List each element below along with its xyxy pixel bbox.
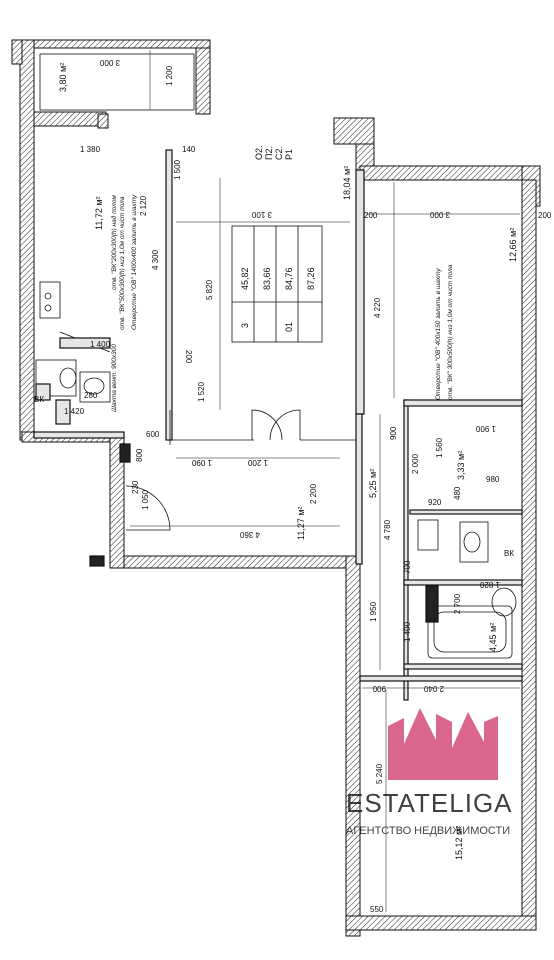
dim-2120: 2 120	[139, 195, 148, 216]
table-cell-r0c2: 83,66	[262, 267, 272, 290]
hall-area: 11,27 м²	[296, 506, 306, 540]
hall: 11,27 м² 4 360 1 200 2 200 1 090 800 1 0…	[89, 443, 340, 567]
bedroom1-dim-200a: 200	[364, 211, 378, 220]
corridor-dim-4780: 4 780	[383, 519, 392, 540]
hall-dim-1090: 1 090	[191, 458, 212, 467]
dim-4300: 4 300	[151, 249, 160, 270]
kitchen-note-2: Отверстие "ОВ" 1400x400 залить в шахту	[131, 194, 138, 330]
dim-1500: 1 500	[173, 159, 182, 180]
hall-dim-1200: 1 200	[247, 458, 268, 467]
corridor-dim-2000: 2 000	[411, 453, 420, 474]
living-dim-4220: 4 220	[373, 297, 382, 318]
bedroom2-dim-550: 550	[370, 905, 384, 914]
bathroom: 4,45 м² 2 700 1 820 1 400 1 950 700	[369, 560, 517, 659]
table-cell-r0c1: 45,82	[240, 267, 250, 290]
bedroom1-area: 12,66 м²	[508, 228, 518, 262]
corridor: 5,25 м² 4 780 2 000 1 560 900	[368, 414, 444, 670]
kitchen-note-vent: отв. "ВК"200x300(h) над полом	[110, 195, 118, 290]
dim-1420: 1 420	[64, 407, 85, 416]
dim-600: 600	[146, 430, 160, 439]
table-cell-r0c4: 87,26	[306, 267, 316, 290]
kitchen: 11,72 м² отв. "ВК"200x300(h) над полом о…	[34, 145, 160, 439]
kitchen-note-1: отв. "ВК"500x300(h) низ 1,0м от чист пол…	[119, 196, 126, 330]
wc-dim-480: 480	[453, 486, 462, 500]
hall-dim-4360: 4 360	[239, 530, 260, 539]
balcony-dim-1200: 1 200	[165, 65, 174, 86]
dim-200-living: 200	[184, 350, 193, 364]
dim-1380: 1 380	[80, 145, 101, 154]
code-c2: C2.	[274, 146, 284, 160]
bedroom2-dim-5240: 5 240	[375, 763, 384, 784]
living-area: 18,04 м²	[342, 166, 352, 200]
bathroom-dim-1820: 1 820	[479, 580, 500, 589]
dim-1050: 1 050	[141, 489, 150, 510]
dim-1400: 1 400	[90, 340, 111, 349]
balcony-area: 3,80 м²	[58, 63, 68, 92]
watermark-subtitle: АГЕНТСТВО НЕДВИЖИМОСТИ	[346, 825, 510, 837]
wc-vk: ВК	[504, 549, 514, 558]
dim-800: 800	[135, 448, 144, 462]
dim-1520: 1 520	[197, 381, 206, 402]
bedroom1-note-2: отв. "ВК" 300x500(h) низ 1,0м от чист по…	[447, 264, 454, 400]
wc-area: 3,33 м²	[456, 451, 466, 480]
kitchen-vk: ВК	[34, 395, 44, 404]
dim-900-corridor: 900	[389, 426, 398, 440]
kitchen-area: 11,72 м²	[94, 196, 104, 230]
bedroom-2: 15,12 м² 5 240 2 040 900 550	[362, 684, 520, 914]
bathroom-dim-700: 700	[403, 560, 412, 574]
living-dim-3100: 3 100	[251, 210, 272, 219]
bedroom2-dim-900: 900	[372, 684, 386, 693]
interior-walls	[33, 149, 523, 701]
bedroom2-dim-2040: 2 040	[423, 684, 444, 693]
bathroom-dim-2700: 2 700	[453, 593, 462, 614]
dim-280: 280	[84, 391, 98, 400]
table-cell-r2c0: 01	[284, 322, 294, 332]
bedroom2-area: 15,12 м²	[454, 826, 464, 860]
living-room: 18,04 м² 3 100 5 820 4 220 1 500 140 1 5…	[173, 145, 382, 441]
table-cell-r0c3: 84,76	[284, 267, 294, 290]
shaft-label: Шахта вент. 900x300	[111, 344, 118, 412]
code-p2: П2.	[264, 146, 274, 160]
wc-dim-1900: 1 900	[475, 424, 496, 433]
bedroom1-dim-3000: 3 000	[429, 210, 450, 219]
wc: 3,33 м² 1 900 980 920 480 ВК	[417, 424, 514, 563]
dim-140: 140	[182, 145, 196, 154]
wc-dim-980: 980	[486, 475, 500, 484]
bathroom-dim-1400: 1 400	[403, 621, 412, 642]
corridor-area: 5,25 м²	[368, 469, 378, 498]
watermark-brand: ESTATELIGA	[346, 788, 513, 818]
bathroom-area: 4,45 м²	[488, 623, 498, 652]
bedroom1-dim-200b: 200	[538, 211, 552, 220]
code-p1: P1	[284, 149, 294, 160]
wc-dim-920: 920	[428, 498, 442, 507]
info-table: 3 45,82 83,66 84,76 87,26 01	[231, 225, 323, 343]
bedroom1-note-1: Отверстие "ОВ" 400x150 залить в шахту	[435, 268, 442, 400]
balcony: 3,80 м² 3 000 1 200	[39, 50, 195, 111]
balcony-dim-3000: 3 000	[99, 58, 120, 67]
hall-dim-2200: 2 200	[309, 483, 318, 504]
corridor-dim-1560: 1 560	[435, 437, 444, 458]
code-o2: O2.	[254, 145, 264, 160]
watermark: ESTATELIGA АГЕНТСТВО НЕДВИЖИМОСТИ	[346, 708, 513, 837]
bedroom-1: 12,66 м² 3 000 200 200 Отверстие "ОВ" 40…	[364, 182, 552, 400]
table-cell-r0c0: 3	[240, 323, 250, 328]
bathroom-dim-1950: 1 950	[369, 601, 378, 622]
living-dim-5820: 5 820	[205, 279, 214, 300]
watermark-logo-icon	[388, 708, 498, 780]
